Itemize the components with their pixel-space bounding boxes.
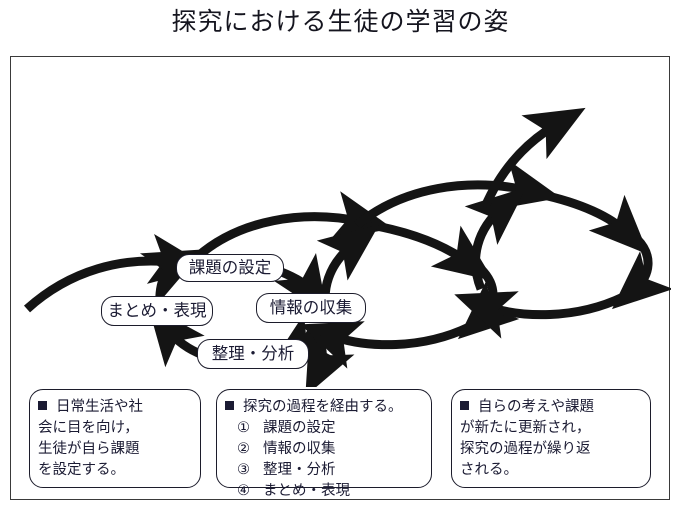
bullet-square-icon — [38, 401, 47, 410]
arrow-inner-kadai-to-joho — [274, 253, 328, 317]
cycle-label-seiri[interactable]: 整理・分析 — [197, 339, 309, 369]
diagram-frame: 課題の設定 情報の収集 整理・分析 まとめ・表現 日常生活や社 会に目を向け， … — [10, 56, 671, 501]
arrow-outer-left-rise — [464, 187, 527, 291]
cycle-label-kadai[interactable]: 課題の設定 — [176, 254, 284, 282]
inquiry-spiral-diagram: 課題の設定 情報の収集 整理・分析 まとめ・表現 日常生活や社 会に目を向け， … — [11, 57, 671, 501]
arrow-descend-connector — [305, 330, 355, 387]
bullet-square-icon — [225, 401, 234, 410]
note-box-renewal: 自らの考えや課題 が新たに更新され， 探究の過程が繰り返 される。 — [451, 389, 651, 488]
note-3-head-line: 自らの考えや課題 — [460, 397, 642, 418]
arrow-outer-upper-left — [354, 160, 561, 229]
note-box-problem-setting: 日常生活や社 会に目を向け， 生徒が自ら課題 を設定する。 — [29, 389, 201, 488]
arrow-mid-upper-left — [194, 191, 393, 261]
bullet-square-icon — [460, 401, 469, 410]
note-1-head-line: 日常生活や社 — [38, 397, 192, 418]
note-3-body: が新たに更新され， 探究の過程が繰り返 される。 — [460, 420, 591, 478]
spiral-arrows-graphic — [23, 107, 671, 387]
note-1-body: 会に目を向け， 生徒が自ら課題 を設定する。 — [38, 420, 140, 478]
arrow-mid-lower — [300, 321, 471, 369]
arrow-outer-upper-right — [538, 189, 649, 255]
arrow-outer-right-bend — [611, 235, 671, 310]
arrow-mid-upper-right — [370, 220, 494, 281]
page-title: 探究における生徒の学習の姿 — [171, 8, 510, 36]
cycle-label-matome[interactable]: まとめ・表現 — [101, 296, 213, 326]
arrow-exit-upward — [480, 107, 586, 209]
cycle-label-joho[interactable]: 情報の収集 — [256, 293, 366, 323]
note-2-head-line: 探究の過程を経由する。 — [225, 397, 423, 418]
arrow-outer-lower — [454, 291, 625, 339]
